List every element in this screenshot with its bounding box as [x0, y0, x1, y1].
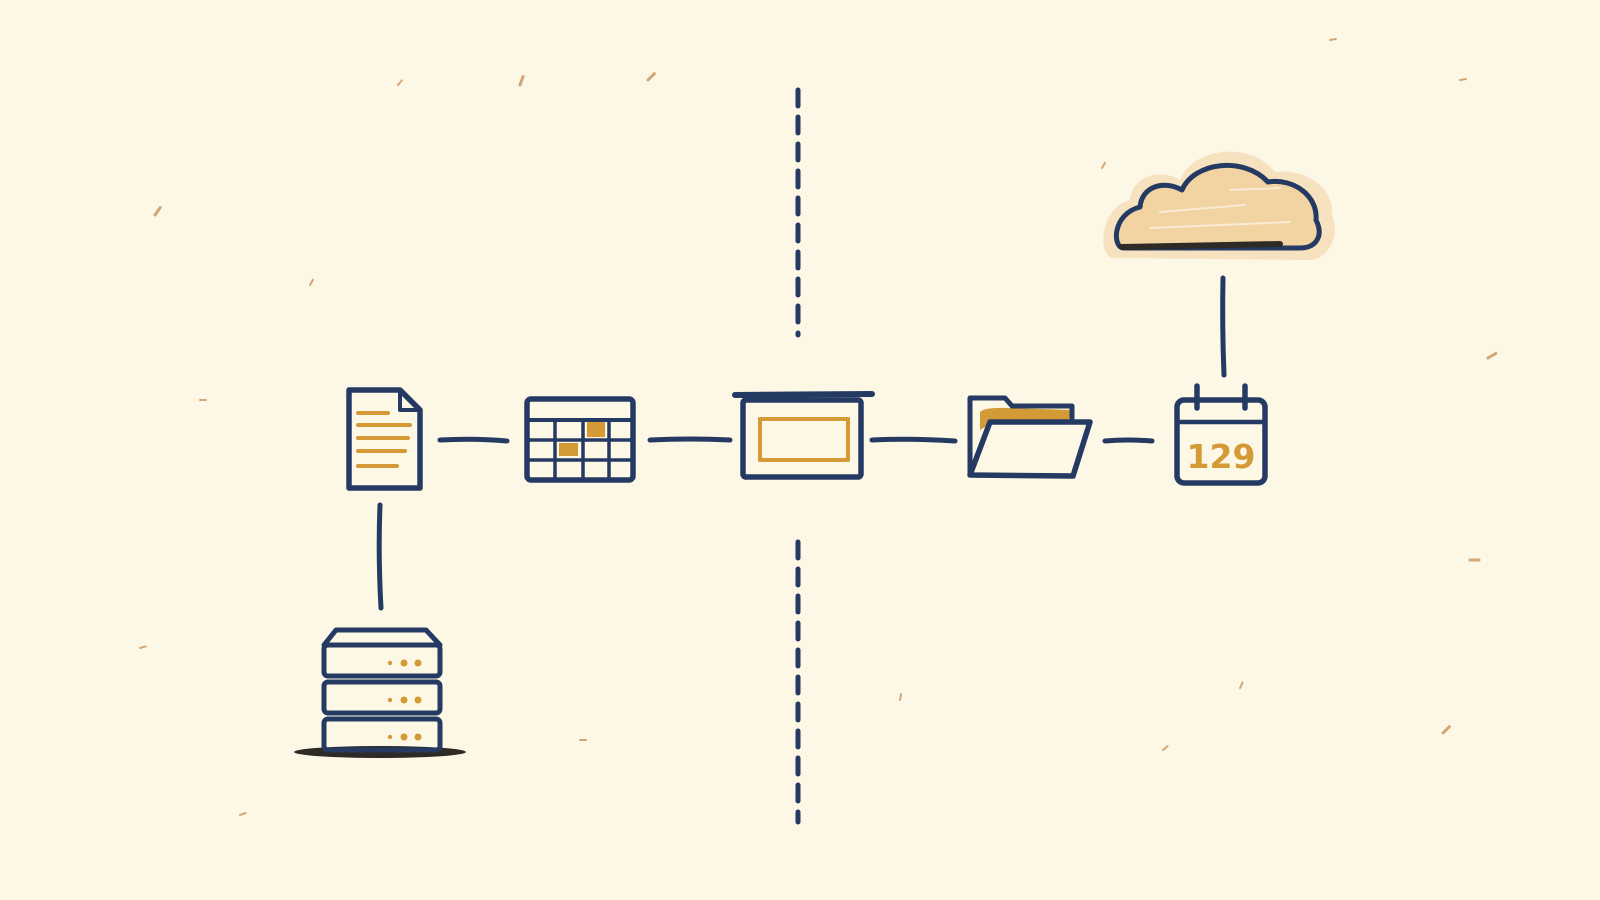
paper-speck — [518, 75, 525, 87]
cloud-icon — [1103, 151, 1335, 260]
connector-document-spreadsheet — [437, 436, 510, 444]
paper-speck — [1441, 725, 1451, 735]
paper-speck — [309, 278, 314, 286]
connector-spreadsheet-window — [647, 436, 733, 443]
connector-calendar-cloud — [1220, 275, 1227, 378]
connectors — [376, 275, 1227, 611]
connector-folder-calendar — [1102, 437, 1155, 444]
paper-speck — [1329, 37, 1337, 41]
spreadsheet-icon — [524, 396, 636, 483]
connector-window-folder — [869, 436, 958, 444]
paper-speck — [1101, 161, 1106, 169]
window-icon — [732, 391, 875, 480]
paper-speck — [1486, 352, 1498, 360]
calendar-icon: 129 — [1174, 383, 1268, 486]
paper-specks — [139, 37, 1498, 816]
connector-document-server — [376, 502, 384, 611]
paper-speck — [139, 645, 147, 649]
paper-speck — [1459, 77, 1467, 81]
paper-speck — [397, 79, 403, 86]
server-stack-icon — [294, 627, 466, 758]
paper-speck — [1239, 681, 1244, 689]
document-icon — [346, 387, 423, 491]
folder-icon — [967, 395, 1093, 479]
calendar-day-number: 129 — [1187, 437, 1256, 476]
paper-speck — [1162, 745, 1169, 751]
paper-speck — [239, 811, 247, 816]
paper-speck — [899, 693, 903, 701]
paper-speck — [646, 72, 656, 82]
paper-speck — [153, 206, 162, 217]
